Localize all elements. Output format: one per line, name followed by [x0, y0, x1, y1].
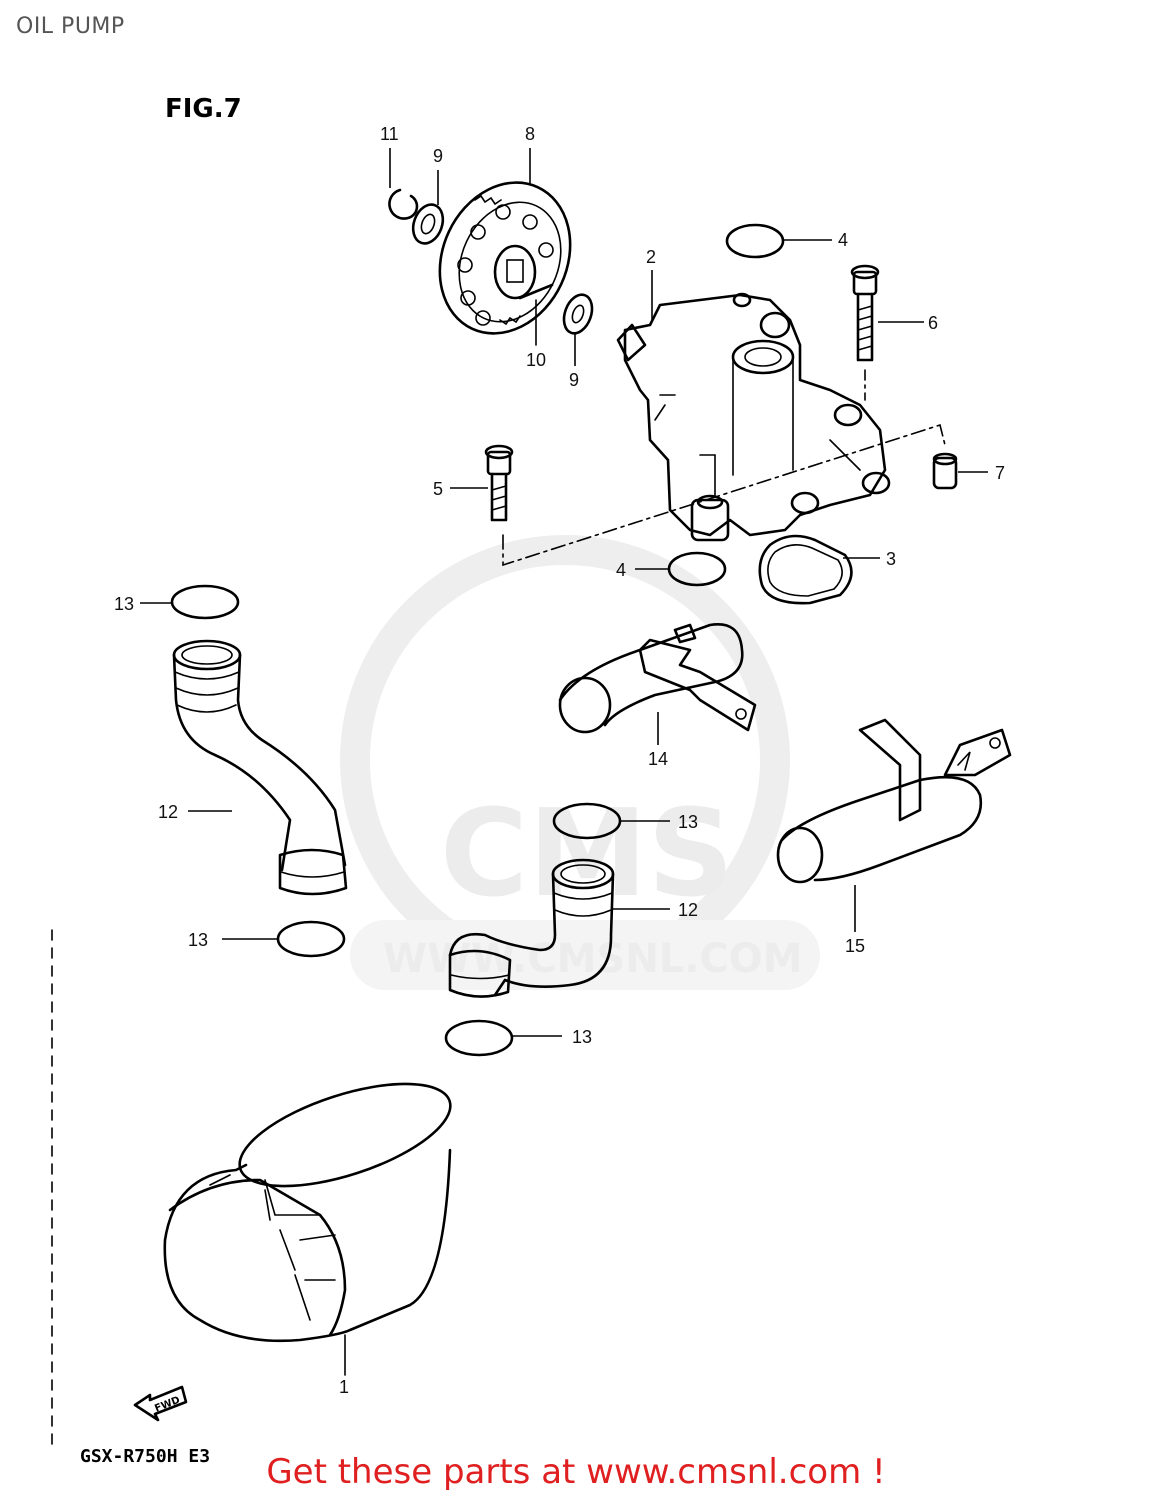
part-10-pin: [518, 283, 554, 346]
part-12-pipe-center: [448, 858, 615, 998]
part-13-o-ring-d: [444, 1019, 514, 1057]
callout-13-c: 13: [678, 812, 698, 832]
callout-15: 15: [845, 936, 865, 956]
part-8-gear: [438, 181, 572, 335]
part-5-bolt: [484, 444, 514, 522]
figure-label: FIG.7: [165, 94, 242, 124]
part-11-circlip: [388, 188, 419, 220]
part-9-washer-top: [411, 203, 445, 245]
callout-8: 8: [525, 124, 535, 144]
callout-12-left: 12: [158, 802, 178, 822]
promo-banner-link[interactable]: Get these parts at www.cmsnl.com !: [266, 1452, 886, 1492]
watermark-site: WWW.CMSNL.COM: [383, 936, 803, 982]
callout-11: 11: [380, 124, 399, 144]
callout-6: 6: [928, 313, 938, 333]
part-12-pipe-left: [172, 639, 348, 896]
callout-7: 7: [995, 463, 1005, 483]
part-3-gasket: [758, 534, 853, 605]
callouts: 11 9 8 4 2 6 10 9 7 5 4 3 13 14 12 13 12…: [114, 124, 1005, 1397]
callout-4-lower: 4: [616, 560, 626, 580]
part-9-washer-lower: [562, 293, 594, 335]
part-13-o-ring-b: [276, 920, 346, 958]
callout-12-center: 12: [678, 900, 698, 920]
part-4-o-ring-lower: [667, 551, 727, 587]
fwd-arrow-icon: FWD: [133, 1385, 188, 1422]
callout-13-d: 13: [572, 1027, 592, 1047]
callout-14: 14: [648, 749, 668, 769]
callout-2: 2: [646, 247, 656, 267]
model-code: GSX-R750H E3: [80, 1446, 210, 1467]
page-title: OIL PUMP: [16, 14, 125, 39]
part-15-pipe: [776, 718, 1012, 884]
callout-4-top: 4: [838, 230, 848, 250]
callout-1: 1: [339, 1377, 349, 1397]
part-4-o-ring-top: [725, 223, 785, 259]
part-13-o-ring-a: [170, 584, 240, 620]
part-1-oil-filter: [163, 1082, 452, 1376]
part-7-dowel: [932, 452, 958, 490]
callout-13-a: 13: [114, 594, 134, 614]
callout-10: 10: [526, 350, 546, 370]
part-6-bolt: [850, 264, 880, 362]
watermark-brand: CMS: [440, 785, 734, 924]
part-2-pump-body: [616, 292, 891, 542]
part-14-strainer-pipe: [558, 622, 757, 734]
callout-5: 5: [433, 479, 443, 499]
callout-9-lower: 9: [569, 370, 579, 390]
leader-lines: [140, 148, 988, 1037]
callout-13-b: 13: [188, 930, 208, 950]
watermark: CMS WWW.CMSNL.COM: [340, 535, 820, 990]
callout-9-top: 9: [433, 146, 443, 166]
callout-3: 3: [886, 549, 896, 569]
